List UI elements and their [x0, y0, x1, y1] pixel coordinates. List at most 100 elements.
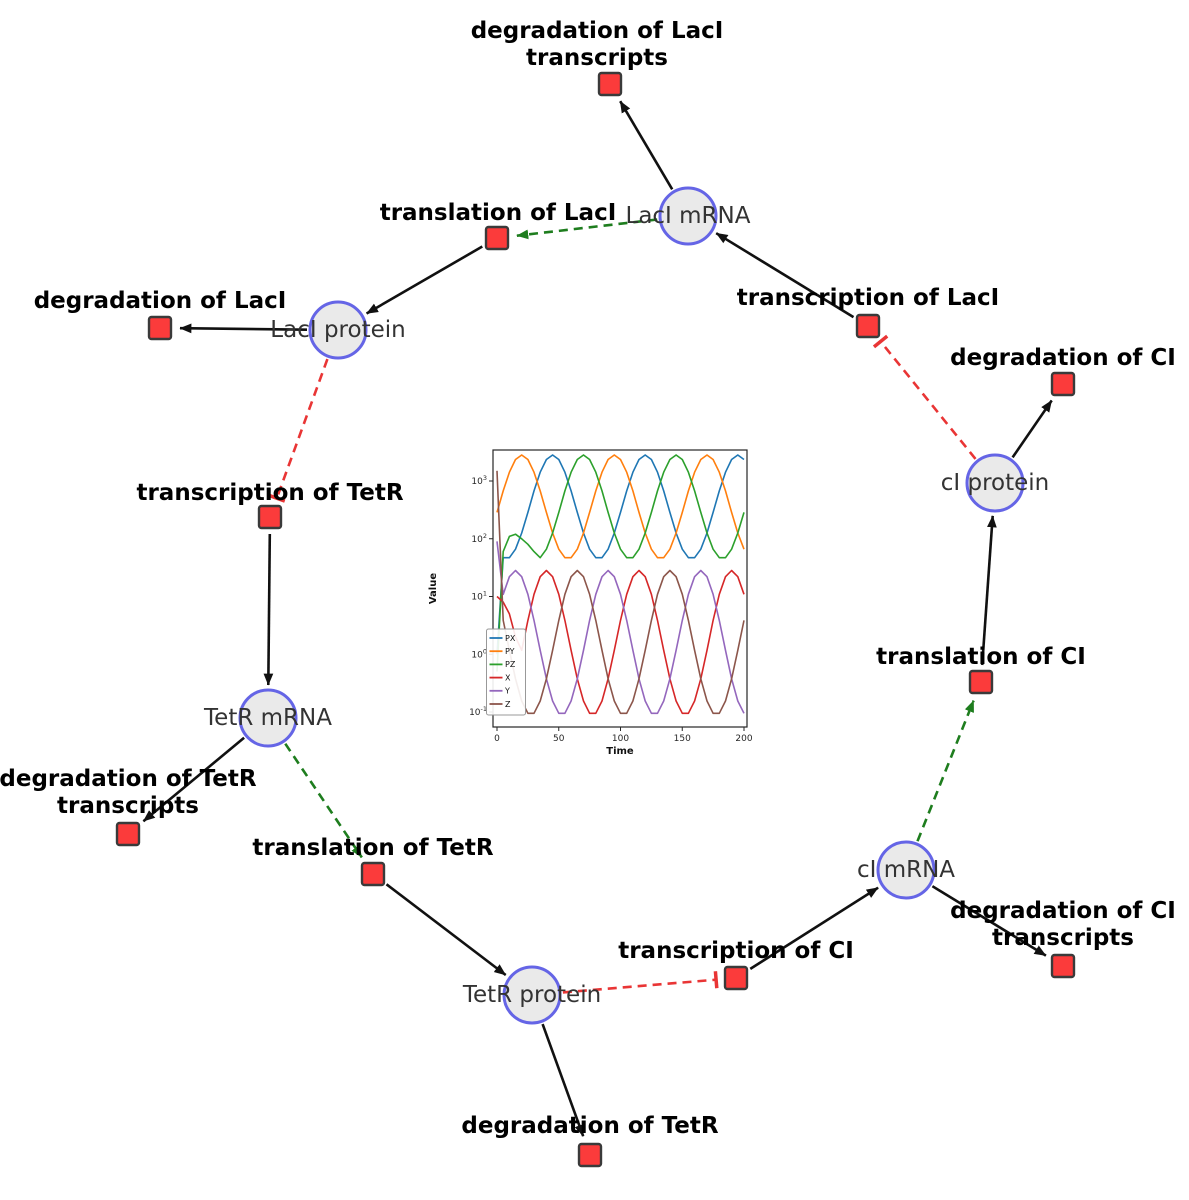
reaction-label-deg-ci-tx-line1: transcripts	[992, 925, 1134, 951]
y-tick-label: 101	[471, 590, 487, 603]
edge-modifier-tetr-mrna-transl-tetr	[284, 742, 363, 859]
edge-consumption-ci-prot-deg-ci	[1011, 399, 1053, 459]
species-node-laci-prot[interactable]: LacI protein	[270, 300, 406, 360]
reaction-node-txn-ci[interactable]: transcription of CI	[618, 938, 854, 991]
reaction-label-deg-laci-line0: degradation of LacI	[34, 288, 287, 314]
reaction-label-transl-laci-line0: translation of LacI	[380, 200, 617, 226]
legend-label-PX: PX	[505, 634, 516, 643]
reaction-square-txn-laci[interactable]	[855, 313, 881, 339]
species-circle-laci-mrna[interactable]	[658, 186, 718, 246]
y-tick-label: 100	[471, 647, 487, 660]
species-node-tetr-mrna[interactable]: TetR mRNA	[203, 688, 332, 748]
species-circle-laci-prot[interactable]	[308, 300, 368, 360]
edge-production-txn-laci-laci-mrna	[715, 232, 855, 319]
y-tick-label: 10-1	[469, 705, 487, 718]
y-axis-label: Value	[428, 573, 439, 604]
edge-modifier-laci-mrna-transl-laci	[516, 218, 658, 240]
x-tick-label: 150	[674, 734, 691, 744]
species-circle-ci-prot[interactable]	[965, 453, 1025, 513]
reaction-node-deg-tetr[interactable]: degradation of TetR	[461, 1113, 719, 1168]
reaction-node-transl-ci[interactable]: translation of CI	[876, 644, 1086, 695]
series-line-PX	[496, 454, 745, 655]
edge-inhibition-tetr-prot-txn-ci	[562, 971, 719, 994]
reaction-label-deg-ci-line0: degradation of CI	[950, 345, 1176, 371]
reaction-square-transl-ci[interactable]	[968, 669, 994, 695]
reaction-square-deg-laci-tx[interactable]	[597, 71, 623, 97]
series-line-Z	[496, 470, 745, 715]
edges-layer	[142, 100, 1053, 1137]
reaction-square-deg-ci-tx[interactable]	[1050, 953, 1076, 979]
legend-label-PZ: PZ	[505, 660, 516, 669]
x-tick-label: 50	[553, 734, 565, 744]
edge-consumption-tetr-prot-deg-tetr	[541, 1023, 585, 1137]
reaction-label-deg-tetr-tx-line1: transcripts	[57, 793, 199, 819]
series-line-X	[496, 569, 745, 715]
edge-production-txn-ci-ci-mrna	[749, 886, 879, 970]
edge-production-transl-tetr-tetr-prot	[385, 883, 507, 977]
reaction-square-deg-tetr-tx[interactable]	[115, 821, 141, 847]
series-line-Y	[496, 541, 745, 715]
edge-production-txn-tetr-tetr-mrna	[263, 533, 274, 686]
reaction-square-deg-laci[interactable]	[147, 315, 173, 341]
edge-inhibition-laci-prot-txn-tetr	[268, 358, 329, 503]
species-label-tetr-mrna: TetR mRNA	[203, 705, 332, 731]
reaction-label-txn-laci-line0: transcription of LacI	[737, 285, 1000, 311]
edge-consumption-ci-mrna-deg-ci-tx	[931, 885, 1047, 957]
plot-frame	[492, 449, 748, 728]
species-label-tetr-prot: TetR protein	[462, 982, 601, 1008]
reaction-node-transl-laci[interactable]: translation of LacI	[380, 200, 617, 251]
reaction-label-deg-laci-tx-line1: transcripts	[526, 45, 668, 71]
edge-inhibition-ci-prot-txn-laci	[872, 334, 977, 460]
x-tick-label: 200	[735, 734, 752, 744]
reaction-node-deg-laci[interactable]: degradation of LacI	[34, 288, 287, 341]
species-node-ci-prot[interactable]: cI protein	[941, 453, 1050, 513]
reaction-square-transl-tetr[interactable]	[360, 861, 386, 887]
species-label-laci-prot: LacI protein	[270, 317, 405, 343]
species-circle-ci-mrna[interactable]	[876, 840, 936, 900]
reaction-square-deg-tetr[interactable]	[577, 1142, 603, 1168]
species-node-tetr-prot[interactable]: TetR protein	[462, 965, 601, 1025]
reaction-label-deg-tetr-line0: degradation of TetR	[461, 1113, 718, 1139]
edge-production-transl-ci-ci-prot	[980, 515, 997, 666]
edge-consumption-laci-mrna-deg-laci-tx	[619, 100, 674, 190]
edge-consumption-laci-prot-deg-laci	[179, 323, 308, 334]
edge-modifier-ci-mrna-transl-ci	[916, 700, 975, 842]
reaction-label-txn-ci-line0: transcription of CI	[618, 938, 854, 964]
species-circle-tetr-prot[interactable]	[502, 965, 562, 1025]
reaction-node-txn-laci[interactable]: transcription of LacI	[737, 285, 1000, 339]
species-node-ci-mrna[interactable]: cI mRNA	[857, 840, 955, 900]
reaction-node-txn-tetr[interactable]: transcription of TetR	[136, 480, 404, 530]
reaction-square-txn-ci[interactable]	[723, 965, 749, 991]
species-label-ci-prot: cI protein	[941, 470, 1050, 496]
y-tick-label: 102	[471, 532, 487, 545]
legend-label-X: X	[505, 673, 511, 682]
reaction-square-deg-ci[interactable]	[1050, 371, 1076, 397]
species-label-laci-mrna: LacI mRNA	[626, 203, 751, 229]
reaction-label-transl-ci-line0: translation of CI	[876, 644, 1086, 670]
species-label-ci-mrna: cI mRNA	[857, 857, 955, 883]
reaction-label-deg-tetr-tx-line0: degradation of TetR	[0, 766, 257, 792]
edge-production-transl-laci-laci-prot	[365, 245, 483, 315]
reaction-label-txn-tetr-line0: transcription of TetR	[136, 480, 403, 506]
reaction-node-deg-ci[interactable]: degradation of CI	[950, 345, 1176, 397]
legend-label-PY: PY	[505, 647, 515, 656]
reaction-label-deg-ci-tx-line0: degradation of CI	[950, 898, 1176, 924]
legend-label-Y: Y	[504, 687, 510, 696]
x-tick-label: 0	[494, 734, 500, 744]
legend-label-Z: Z	[505, 700, 511, 709]
series-line-PY	[496, 454, 745, 559]
reaction-square-txn-tetr[interactable]	[257, 504, 283, 530]
species-node-laci-mrna[interactable]: LacI mRNA	[626, 186, 751, 246]
reaction-node-transl-tetr[interactable]: translation of TetR	[252, 835, 494, 887]
y-tick-label: 103	[471, 474, 487, 487]
edge-consumption-tetr-mrna-deg-tetr-tx	[142, 736, 245, 823]
reaction-square-transl-laci[interactable]	[484, 225, 510, 251]
species-circle-tetr-mrna[interactable]	[238, 688, 298, 748]
